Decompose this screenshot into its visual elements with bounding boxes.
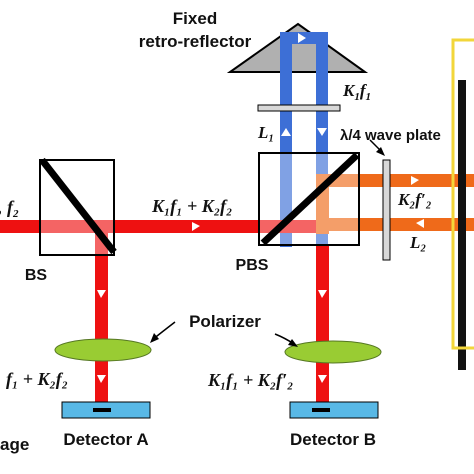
detector-b [289, 401, 379, 419]
label-l2: L₂ [409, 233, 426, 252]
polarizer-b [284, 340, 382, 364]
blue-beam-left [280, 32, 292, 247]
lens-l1 [257, 104, 341, 112]
label-retro-reflector: retro-reflector [139, 32, 252, 51]
label-detector-a: Detector A [63, 430, 148, 449]
label-k2f2p: K₂f′₂ [397, 190, 432, 209]
arrow-right-down [317, 128, 327, 136]
detector-b-pin [312, 408, 330, 412]
orange-beam-lower [316, 218, 474, 231]
arrow-red-right [192, 222, 200, 231]
arrow-orange-left [416, 219, 424, 228]
label-polarizer: Polarizer [189, 312, 261, 331]
label-det-b-eq: K₁f₁ + K₂f′₂ [207, 370, 293, 390]
label-l1: L₁ [257, 123, 274, 142]
label-k1f1-top: K1f1 [342, 81, 371, 103]
label-bs: BS [25, 267, 48, 284]
arrow-l1-up [281, 128, 291, 136]
label-beam-in: , f2 [0, 197, 19, 220]
red-beam-down-a [95, 226, 108, 412]
label-combined: K₁f₁ + K₂f₂ [151, 196, 232, 216]
pbs-diagonal [260, 152, 360, 246]
label-wave-plate: λ/4 wave plate [340, 127, 441, 144]
quarter-wave-plate [382, 159, 391, 261]
label-pbs: PBS [236, 257, 269, 274]
detector-a-pin [93, 408, 111, 412]
arrow-top [298, 33, 306, 43]
label-det-a-eq: f₁ + K₂f₂ [6, 369, 68, 389]
arrow-a-down-2 [97, 375, 106, 383]
arrow-b-down-1 [318, 290, 327, 298]
arrow-orange-right [411, 176, 419, 185]
yellow-frame [451, 38, 474, 350]
red-beam-down-b [316, 245, 329, 412]
pointer-wave-plate-head [376, 147, 385, 156]
label-detector-b: Detector B [290, 430, 376, 449]
label-fixed: Fixed [173, 9, 217, 28]
pointer-polarizer-b-head [288, 339, 298, 347]
arrow-a-down-1 [97, 290, 106, 298]
red-beam-horizontal [0, 220, 320, 233]
pointer-polarizer-a-head [150, 333, 159, 343]
polarizer-a [54, 338, 152, 362]
moving-mirror [458, 80, 466, 370]
arrow-b-down-2 [318, 375, 327, 383]
label-age: age [0, 435, 29, 454]
beam-splitter-diagonal [39, 157, 117, 255]
